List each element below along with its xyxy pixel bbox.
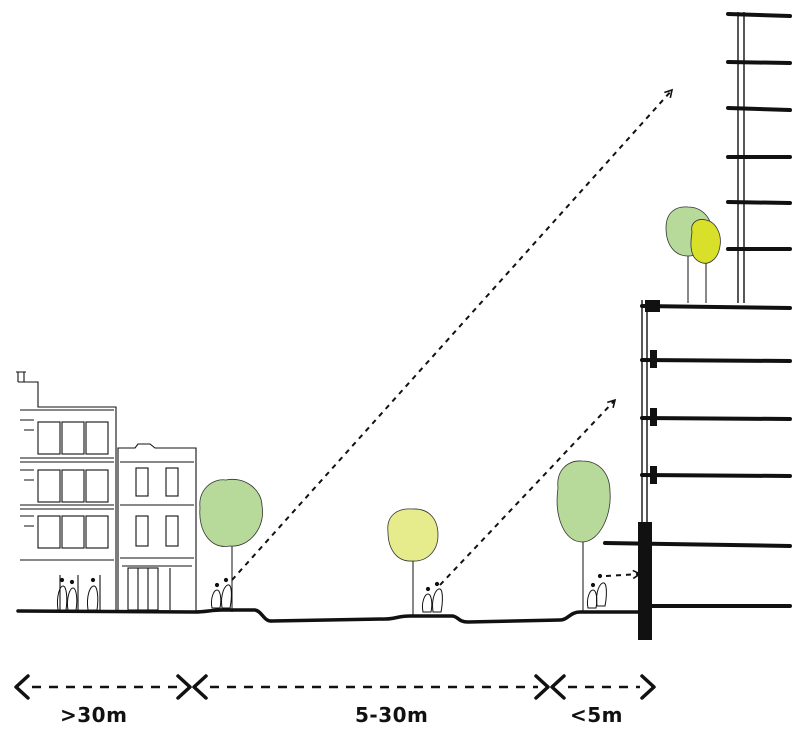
tree-right	[556, 460, 611, 543]
sight-lines	[231, 88, 674, 586]
tree-roof-lime	[690, 219, 721, 264]
dimension-arrows	[14, 674, 656, 700]
pedestrians	[57, 573, 607, 613]
zone-label-far: >30m	[60, 703, 128, 727]
tree-middle	[387, 508, 439, 562]
terrace-buildings	[16, 371, 197, 611]
sightline-near	[605, 569, 642, 580]
trees	[199, 206, 721, 616]
zone-label-near: <5m	[570, 703, 624, 727]
zone-label-mid: 5-30m	[355, 703, 429, 727]
sightline-mid	[439, 398, 617, 586]
tree-left	[199, 478, 264, 547]
tower-building	[603, 12, 792, 640]
ground-line	[16, 608, 642, 624]
